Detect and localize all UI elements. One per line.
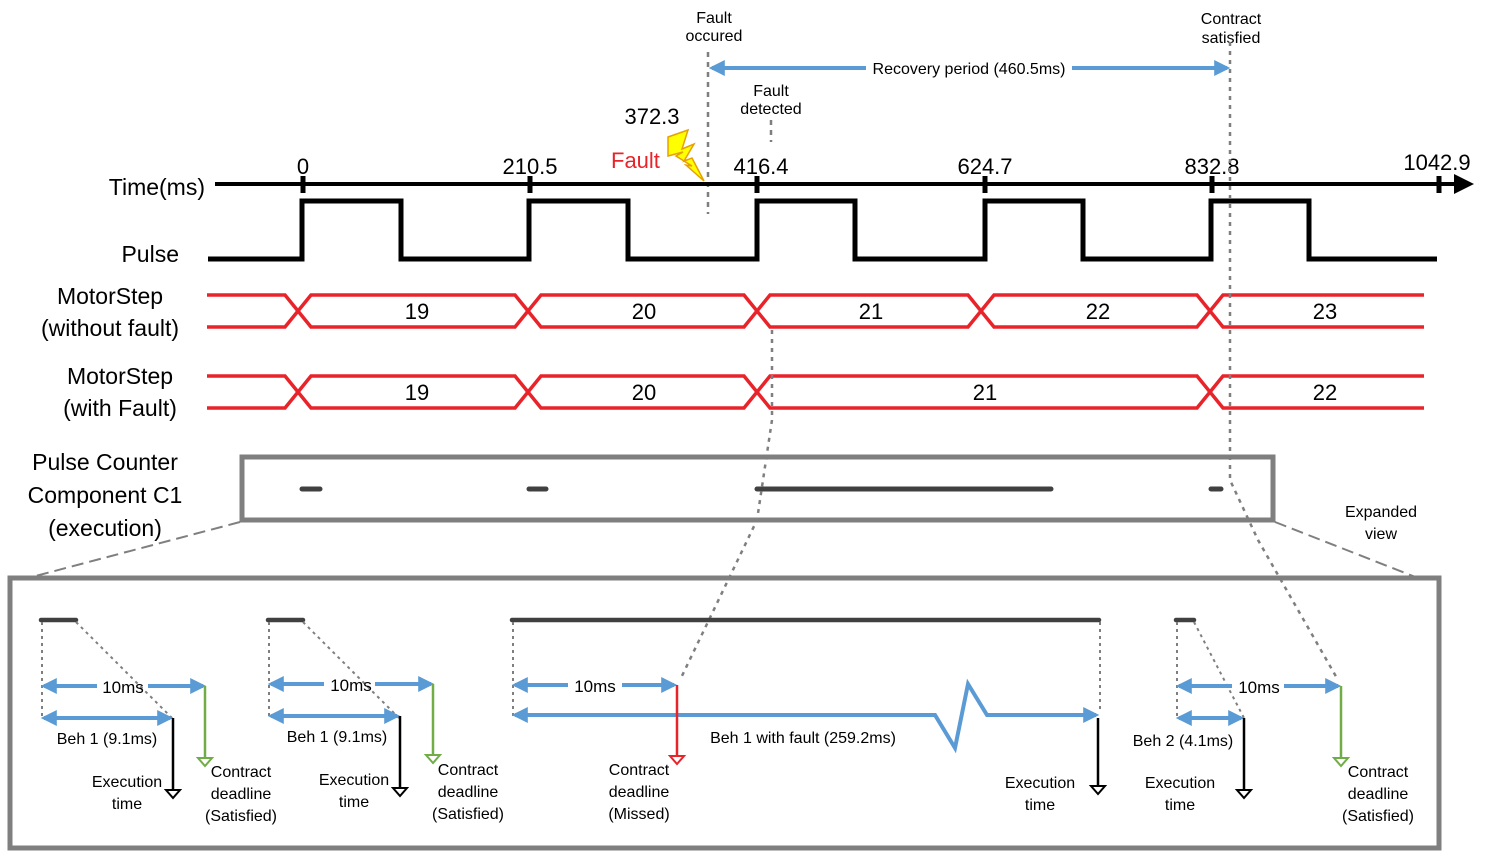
contract-satisfied-label-1: Contract [1201, 11, 1262, 28]
g1-contract-label-1: Contract [211, 764, 272, 781]
g2-contract-label-2: deadline [438, 784, 499, 801]
fault-label: Fault [611, 148, 660, 173]
contract-satisfied-label-2: satisfied [1202, 30, 1261, 47]
counter-label-3: (execution) [48, 515, 162, 541]
g3-contract-label-1: Contract [609, 762, 670, 779]
expanded-view-label-2: view [1365, 526, 1397, 543]
g3-contract-label-2: deadline [609, 784, 670, 801]
fault-occured-label-1: Fault [696, 10, 732, 27]
g1-deadline-label: 10ms [102, 678, 144, 697]
tick-label-5: 1042.9 [1403, 150, 1470, 175]
expanded-group-1: 10ms Beh 1 (9.1ms) Execution time Contra… [38, 617, 277, 825]
fault-time-label: 372.3 [624, 104, 679, 129]
motor-with-label-1: MotorStep [67, 363, 173, 389]
contract-satisfied-annotation: Contract satisfied [1201, 11, 1262, 47]
fault-detected-annotation: Fault detected [740, 83, 802, 142]
fault-occured-label-2: occured [686, 28, 743, 45]
pulse-waveform [208, 198, 1437, 262]
lightning-icon [667, 128, 705, 182]
g3-contract-label-3: (Missed) [608, 806, 669, 823]
g4-contract-label-2: deadline [1348, 786, 1409, 803]
g1-beh-label: Beh 1 (9.1ms) [57, 731, 157, 748]
expand-connector-left [27, 521, 241, 579]
g2-beh-label: Beh 1 (9.1ms) [287, 729, 387, 746]
g3-deadline-label: 10ms [574, 677, 616, 696]
time-axis-label: Time(ms) [109, 174, 205, 200]
g2-contract-label-3: (Satisfied) [432, 806, 504, 823]
tick-label-3: 624.7 [957, 154, 1012, 179]
fault-occured-annotation: Fault occured [686, 10, 743, 214]
fault-marker: 372.3 Fault [611, 104, 705, 182]
counter-label-1: Pulse Counter [32, 449, 178, 475]
motor-without-value-22: 22 [1086, 299, 1110, 324]
expand-connector-right [1274, 521, 1419, 579]
guide-contract-satisfied [1228, 42, 1340, 681]
fault-detected-label-2: detected [740, 101, 801, 118]
expanded-view-box [7, 575, 1442, 851]
counter-label-2: Component C1 [28, 482, 183, 508]
g1-exec-label-1: Execution [92, 774, 162, 791]
pulse-counter-row: Pulse Counter Component C1 (execution) [28, 449, 1276, 541]
fault-detected-label-1: Fault [753, 83, 789, 100]
expanded-group-4: 10ms Beh 2 (4.1ms) Execution time Contra… [1133, 617, 1414, 825]
g3-exec-label-1: Execution [1005, 775, 1075, 792]
g4-exec-label-2: time [1165, 797, 1195, 814]
motor-without-value-23: 23 [1313, 299, 1337, 324]
motor-without-value-19: 19 [405, 299, 429, 324]
g2-contract-label-1: Contract [438, 762, 499, 779]
g2-deadline-label: 10ms [330, 676, 372, 695]
tick-label-4: 832.8 [1184, 154, 1239, 179]
motor-without-value-20: 20 [632, 299, 656, 324]
g1-contract-label-3: (Satisfied) [205, 808, 277, 825]
g3-exec-label-2: time [1025, 797, 1055, 814]
expanded-group-3: 10ms Beh 1 with fault (259.2ms) Contract… [509, 617, 1108, 823]
motorstep-without-fault-row: MotorStep (without fault) 19 20 21 22 23 [41, 283, 1424, 341]
g4-contract-label-3: (Satisfied) [1342, 808, 1414, 825]
tick-label-0: 0 [297, 154, 309, 179]
g1-contract-label-2: deadline [211, 786, 272, 803]
axis-ticks [300, 176, 1442, 193]
g1-exec-label-2: time [112, 796, 142, 813]
motor-without-value-21: 21 [859, 299, 883, 324]
motor-with-value-20: 20 [632, 380, 656, 405]
g4-contract-label-1: Contract [1348, 764, 1409, 781]
g4-beh-label: Beh 2 (4.1ms) [1133, 733, 1233, 750]
motorstep-with-fault-row: MotorStep (with Fault) 19 20 21 22 [63, 363, 1424, 421]
motor-with-label-2: (with Fault) [63, 395, 177, 421]
motor-with-value-21: 21 [973, 380, 997, 405]
expanded-view-label-1: Expanded [1345, 504, 1417, 521]
tick-label-2: 416.4 [733, 154, 788, 179]
motor-with-value-19: 19 [405, 380, 429, 405]
g2-exec-label-2: time [339, 794, 369, 811]
motor-without-label-2: (without fault) [41, 315, 179, 341]
g4-deadline-label: 10ms [1238, 678, 1280, 697]
guide-fault-detected [678, 330, 774, 681]
recovery-period-arrow: Recovery period (460.5ms) [708, 60, 1231, 78]
g3-beh-label: Beh 1 with fault (259.2ms) [710, 730, 896, 747]
pulse-row-label: Pulse [121, 241, 179, 267]
expanded-group-2: 10ms Beh 1 (9.1ms) Execution time Contra… [265, 617, 504, 823]
g2-exec-label-1: Execution [319, 772, 389, 789]
motor-with-value-22: 22 [1313, 380, 1337, 405]
motor-without-label-1: MotorStep [57, 283, 163, 309]
time-axis: Time(ms) 0 210.5 416.4 624.7 832.8 1042.… [109, 150, 1474, 200]
tick-label-1: 210.5 [502, 154, 557, 179]
g4-exec-label-1: Execution [1145, 775, 1215, 792]
recovery-period-label: Recovery period (460.5ms) [873, 61, 1066, 78]
